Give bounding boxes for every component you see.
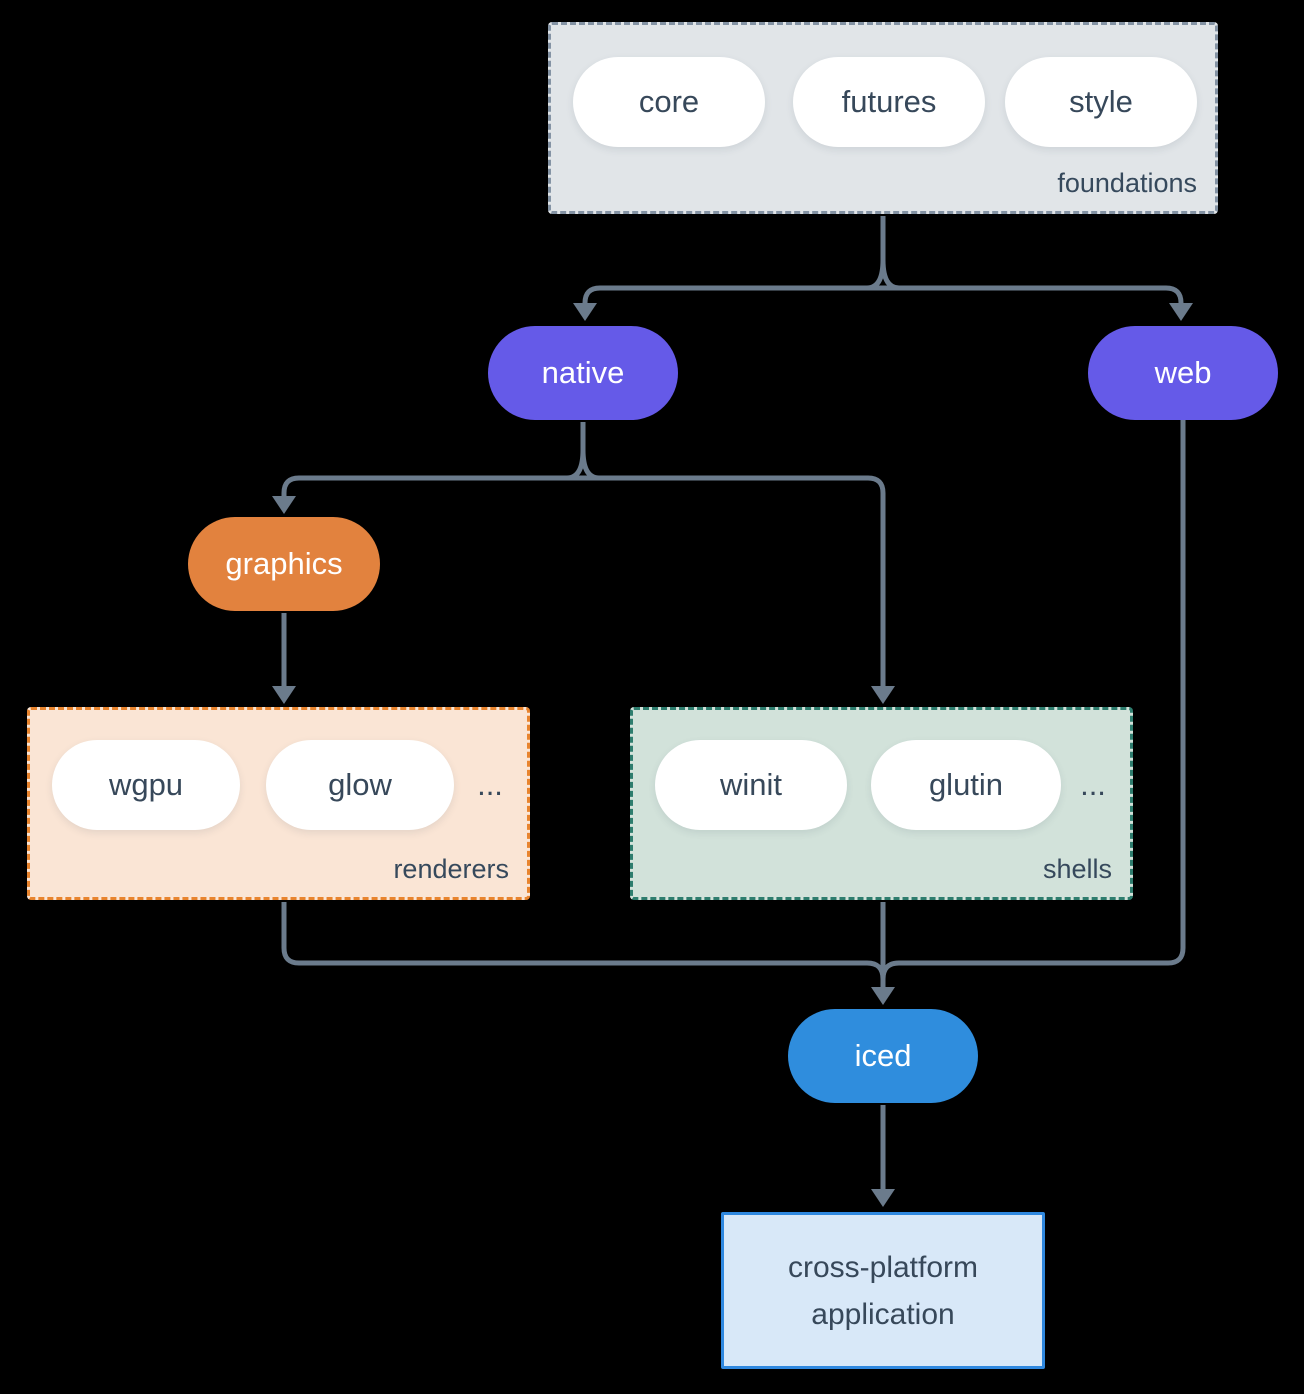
node-winit: winit [655, 740, 847, 830]
node-iced: iced [788, 1009, 978, 1103]
arrowhead-application [871, 1189, 895, 1207]
application-label-line2: application [811, 1297, 955, 1331]
edge-foundations-rail [582, 285, 1184, 305]
foundations-label: foundations [1057, 168, 1197, 198]
node-glow: glow [266, 740, 454, 830]
arrowhead-graphics [272, 496, 296, 514]
arrowhead-web [1169, 303, 1193, 321]
node-core: core [573, 57, 765, 147]
node-style: style [1005, 57, 1197, 147]
node-web: web [1088, 326, 1278, 420]
node-cross-platform-application: cross-platform application [721, 1212, 1045, 1369]
edge-native-fork-right [580, 449, 600, 481]
node-graphics: graphics [188, 517, 380, 611]
arrowhead-iced [871, 987, 895, 1005]
application-label-line1: cross-platform [787, 1250, 979, 1284]
edge-renderers-merge [281, 902, 886, 980]
node-wgpu: wgpu [52, 740, 240, 830]
node-native: native [488, 326, 678, 420]
shells-label: shells [1042, 854, 1112, 884]
edge-lines [281, 216, 1186, 1190]
edge-native-rail [281, 475, 886, 687]
arrowhead-shells [871, 686, 895, 704]
renderers-ellipsis: ... [477, 767, 503, 802]
edge-foundations-fork-right [880, 259, 900, 291]
edge-arrowheads [272, 303, 1193, 1207]
shells-ellipsis: ... [1080, 767, 1106, 802]
node-glutin: glutin [871, 740, 1061, 830]
shells-group: winit glutin ... shells [630, 707, 1133, 900]
arrowhead-renderers [272, 686, 296, 704]
foundations-group: core futures style foundations [548, 22, 1218, 214]
arrowhead-native [573, 303, 597, 321]
node-futures: futures [793, 57, 985, 147]
renderers-group: wgpu glow ... renderers [27, 707, 530, 900]
renderers-label: renderers [393, 854, 509, 884]
